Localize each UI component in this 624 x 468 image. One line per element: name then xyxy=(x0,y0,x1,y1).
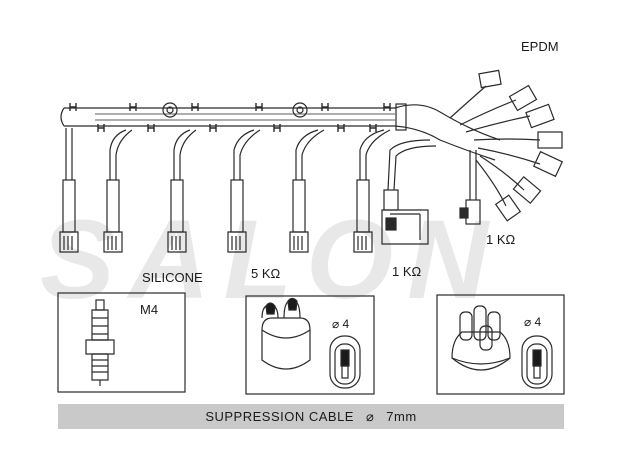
coil-cap-drawing xyxy=(261,297,361,389)
harness-tube xyxy=(60,107,395,127)
resistance-1k-lower-label: 1 KΩ xyxy=(392,264,422,279)
harness-inner-line xyxy=(95,113,395,121)
h-markers-top xyxy=(69,103,391,111)
harness-bend xyxy=(394,104,501,161)
clip-1 xyxy=(162,102,178,118)
spark-plug-drawing xyxy=(85,299,115,386)
footer-diameter-symbol: ⌀ xyxy=(365,408,375,424)
plug-lead-2 xyxy=(103,129,133,253)
resistance-1k-right-label: 1 KΩ xyxy=(486,232,516,247)
watermark-text: SALON xyxy=(40,197,502,322)
distributor-cap-box xyxy=(436,294,565,395)
plug-lead-6 xyxy=(353,129,391,253)
harness-clamp xyxy=(395,103,407,131)
plug-lead-5 xyxy=(289,129,325,253)
clip-2-inner xyxy=(296,106,304,114)
coil-cap-diameter-label: ⌀ 4 xyxy=(332,317,350,331)
footer-size: 7mm xyxy=(386,409,417,424)
spark-plug-box xyxy=(57,292,186,393)
spark-plug-thread-label: M4 xyxy=(140,302,159,317)
footer-text: SUPPRESSION CABLE xyxy=(205,409,354,424)
distributor-cap-drawing xyxy=(451,305,553,389)
distributor-diameter-label: ⌀ 4 xyxy=(524,315,542,329)
coil-cap-box xyxy=(245,295,375,395)
plug-lead-1 xyxy=(59,128,79,253)
silicone-label: SILICONE xyxy=(142,270,203,285)
coil-lead-lower xyxy=(381,139,437,245)
suppression-cable-footer: SUPPRESSION CABLE ⌀ 7mm xyxy=(58,404,564,429)
plug-lead-4 xyxy=(227,129,261,253)
plug-lead-3 xyxy=(167,129,197,253)
clip-2 xyxy=(292,102,308,118)
clip-1-inner xyxy=(166,106,174,114)
epdm-distributor-leads xyxy=(449,69,564,222)
epdm-label: EPDM xyxy=(521,39,559,54)
coil-lead-right xyxy=(459,150,481,225)
h-markers-bottom xyxy=(97,124,377,132)
resistance-5k-label: 5 KΩ xyxy=(251,266,281,281)
